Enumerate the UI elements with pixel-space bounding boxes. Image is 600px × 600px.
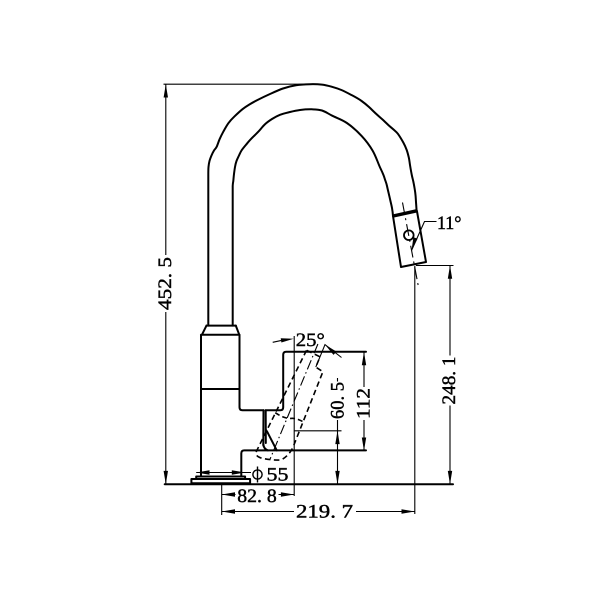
svg-text:25°: 25° [296, 330, 325, 351]
svg-text:219. 7: 219. 7 [296, 502, 353, 523]
svg-text:112: 112 [354, 388, 375, 419]
svg-text:55: 55 [267, 465, 289, 486]
svg-text:11°: 11° [437, 213, 462, 234]
svg-text:452. 5: 452. 5 [155, 257, 176, 310]
svg-text:248. 1: 248. 1 [439, 357, 460, 405]
svg-text:82. 8: 82. 8 [237, 486, 277, 507]
svg-text:60. 5: 60. 5 [328, 382, 349, 419]
